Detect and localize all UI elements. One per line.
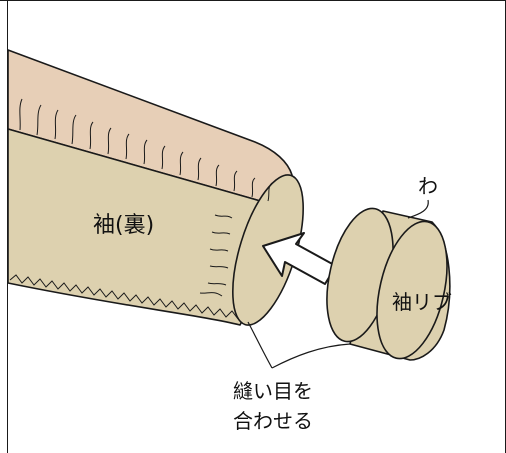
seam-leader-right — [271, 343, 351, 369]
cuff-rib-far-face — [376, 220, 448, 360]
cuff-label: 袖リブ — [392, 290, 452, 314]
seam-hatch-marks-inner — [199, 214, 233, 297]
fold-label-leader — [407, 199, 429, 219]
instruction-line-1: 縫い目を — [233, 379, 313, 403]
seam-leader-left — [247, 321, 273, 369]
serged-edge — [9, 274, 239, 320]
sleeve-label: 袖(裏) — [93, 213, 154, 238]
instruction-line-2: 合わせる — [233, 409, 313, 433]
cuff-rib — [326, 207, 451, 361]
fold-label: わ — [418, 174, 438, 198]
sleeve-inner-panel — [7, 128, 300, 326]
seam-hatch-marks-outer — [19, 98, 273, 202]
